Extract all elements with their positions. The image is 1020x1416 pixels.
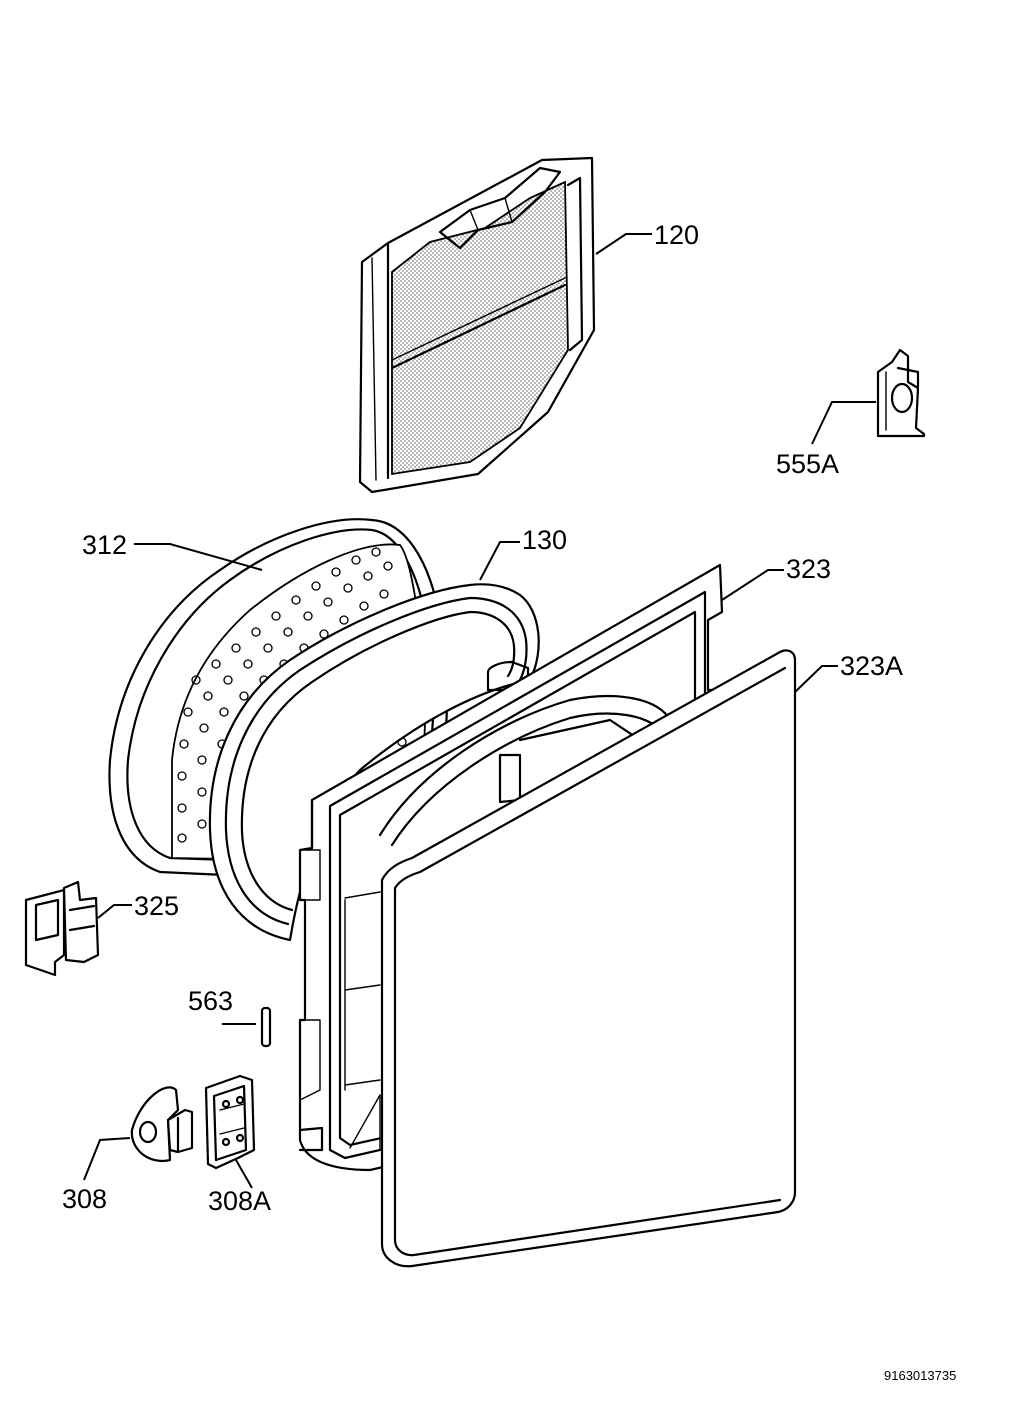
leader-lines: [83, 233, 876, 1189]
part-323A-door-panel: [380, 649, 797, 1268]
label-555A: 555A: [776, 449, 839, 479]
label-563: 563: [188, 986, 233, 1016]
part-120-lint-filter: [358, 156, 596, 494]
part-563-pin: [260, 1006, 272, 1048]
part-130-gasket: [208, 583, 540, 942]
part-325-catch: [24, 880, 100, 977]
label-323: 323: [786, 554, 831, 584]
part-308-hinge: [130, 1086, 194, 1163]
label-308: 308: [62, 1184, 107, 1214]
drawing-code: 9163013735: [884, 1368, 956, 1383]
label-325: 325: [134, 891, 179, 921]
part-308A-hinge-plate: [204, 1074, 256, 1170]
part-555A-clip: [876, 348, 926, 438]
label-308A: 308A: [208, 1186, 271, 1216]
label-323A: 323A: [840, 651, 903, 681]
label-120: 120: [654, 220, 699, 250]
label-312: 312: [82, 530, 127, 560]
label-130: 130: [522, 525, 567, 555]
